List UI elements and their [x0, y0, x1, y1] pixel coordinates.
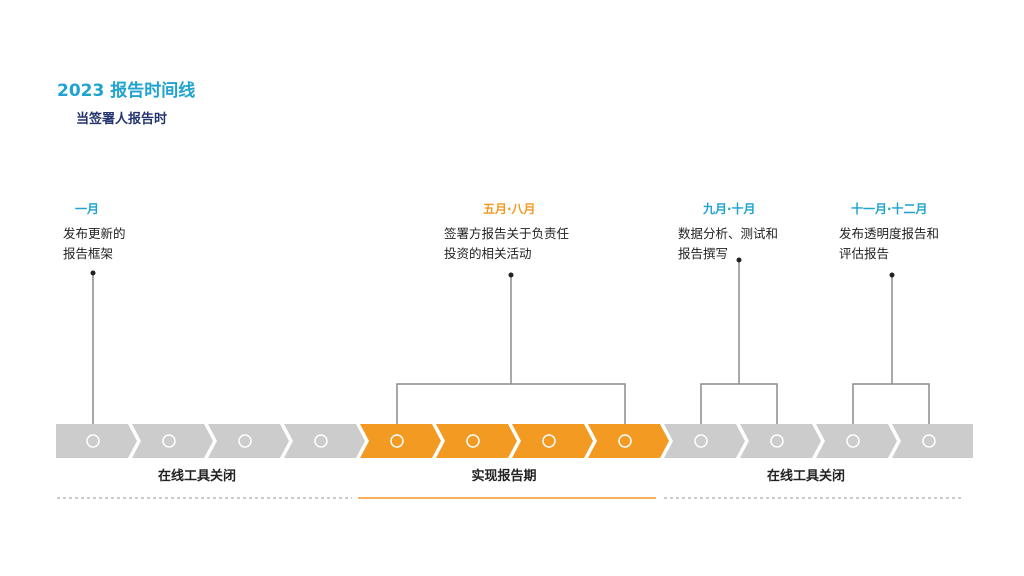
- month-chevron-9: [664, 424, 745, 458]
- milestone-month-january: 一月: [75, 202, 100, 216]
- segment-label-right: 在线工具关闭: [766, 469, 846, 484]
- month-marker-circle-9: [694, 434, 708, 448]
- month-chevron-11: [816, 424, 897, 458]
- chevron-row: [56, 424, 973, 458]
- month-marker-circle-3: [238, 434, 252, 448]
- segment-label-left: 在线工具关闭: [157, 469, 237, 484]
- month-chevron-8: [588, 424, 669, 458]
- month-chevron-3: [208, 424, 289, 458]
- month-chevron-7: [512, 424, 593, 458]
- month-marker-circle-10: [770, 434, 784, 448]
- page-subtitle: 当签署人报告时: [76, 112, 168, 127]
- month-marker-circle-6: [466, 434, 480, 448]
- connector-dots: [90, 257, 895, 278]
- connector-nov-dec: [852, 383, 930, 424]
- milestone-month-may-aug: 五月·八月: [483, 202, 536, 216]
- month-marker-circle-12: [922, 434, 936, 448]
- month-chevron-6: [436, 424, 517, 458]
- dot-nov-dec: [889, 272, 895, 278]
- milestone-desc-january: 发布更新的 报告框架: [63, 226, 126, 261]
- dot-january: [90, 270, 96, 276]
- milestone-desc-nov-dec: 发布透明度报告和 评估报告: [839, 226, 940, 261]
- month-marker-circle-2: [162, 434, 176, 448]
- month-marker-circle-11: [846, 434, 860, 448]
- month-marker-circle-1: [86, 434, 100, 448]
- connector-lines: [92, 260, 930, 424]
- month-chevron-4: [284, 424, 365, 458]
- page-title: 2023 报告时间线: [57, 81, 196, 101]
- month-marker-circle-4: [314, 434, 328, 448]
- dot-may-aug: [508, 272, 514, 278]
- milestone-desc-sep-oct: 数据分析、测试和 报告撰写: [678, 226, 779, 261]
- milestone-desc-may-aug: 签署方报告关于负责任 投资的相关活动: [444, 226, 570, 261]
- month-marker-circle-5: [390, 434, 404, 448]
- segment-label-middle: 实现报告期: [471, 469, 537, 484]
- month-chevron-2: [132, 424, 213, 458]
- connector-may-aug: [396, 383, 626, 424]
- month-chevron-10: [740, 424, 821, 458]
- month-chevron-5: [360, 424, 441, 458]
- month-marker-circle-8: [618, 434, 632, 448]
- milestone-month-nov-dec: 十一月·十二月: [851, 202, 928, 216]
- month-chevron-12: [892, 424, 973, 458]
- dot-sep-oct: [736, 257, 742, 263]
- month-marker-circle-7: [542, 434, 556, 448]
- month-chevron-1: [56, 424, 137, 458]
- connector-sep-oct: [700, 383, 778, 424]
- milestone-month-sep-oct: 九月·十月: [703, 202, 756, 216]
